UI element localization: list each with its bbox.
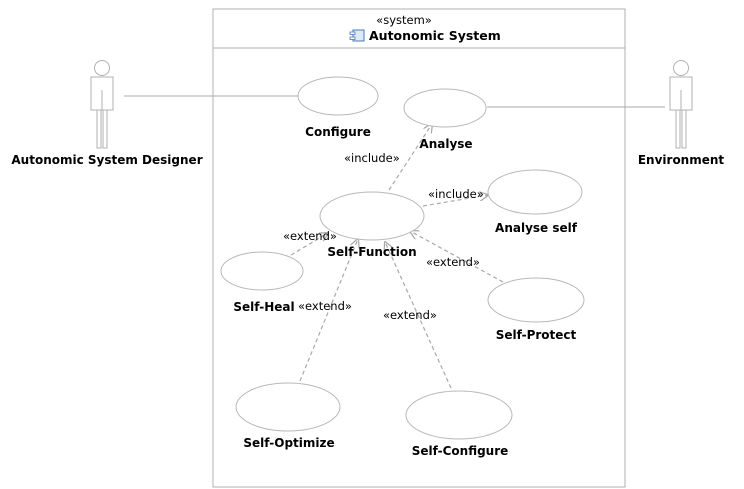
- use-case-self-heal-label: Self-Heal: [233, 300, 294, 314]
- use-case-analyse[interactable]: Analyse: [403, 88, 487, 151]
- extend-label-protect: «extend»: [426, 255, 480, 269]
- actor-environment[interactable]: Environment: [638, 60, 725, 168]
- actor-figure-icon: [669, 60, 693, 149]
- extend-optimize-arrow: [299, 239, 358, 382]
- extend-heal-arrow: [290, 233, 328, 256]
- actor-figure-icon: [90, 60, 114, 149]
- include-label-analyse: «include»: [344, 151, 400, 165]
- include-analyse-self-arrow: [422, 195, 488, 207]
- extend-label-configure: «extend»: [383, 308, 437, 322]
- use-case-self-heal[interactable]: Self-Heal: [220, 251, 304, 314]
- use-case-configure-label: Configure: [305, 125, 371, 139]
- extend-configure-arrow: [385, 242, 452, 389]
- component-icon: [349, 29, 365, 42]
- use-case-analyse-self-label: Analyse self: [495, 221, 578, 235]
- actor-environment-label: Environment: [638, 153, 725, 167]
- use-case-configure[interactable]: Configure: [297, 76, 379, 139]
- use-case-self-protect-label: Self-Protect: [496, 328, 577, 342]
- extend-label-optimize: «extend»: [298, 299, 352, 313]
- use-case-analyse-self[interactable]: Analyse self: [487, 169, 583, 235]
- use-case-analyse-label: Analyse: [419, 137, 472, 151]
- use-case-self-protect[interactable]: Self-Protect: [487, 277, 585, 342]
- system-title: Autonomic System: [369, 28, 501, 43]
- system-stereotype: «system»: [376, 13, 432, 27]
- use-case-self-configure[interactable]: Self-Configure: [405, 390, 513, 458]
- use-case-self-function-label: Self-Function: [327, 245, 416, 259]
- extend-protect-arrow: [410, 231, 504, 283]
- include-label-analyse-self: «include»: [428, 187, 484, 201]
- include-analyse-arrow: [388, 124, 432, 191]
- use-case-self-optimize[interactable]: Self-Optimize: [235, 382, 341, 450]
- actor-designer-label: Autonomic System Designer: [11, 153, 202, 167]
- use-case-self-optimize-label: Self-Optimize: [243, 436, 334, 450]
- actor-designer[interactable]: Autonomic System Designer: [11, 60, 203, 168]
- use-case-self-function[interactable]: Self-Function: [319, 191, 425, 259]
- extend-label-heal: «extend»: [283, 229, 337, 243]
- use-case-self-configure-label: Self-Configure: [412, 444, 509, 458]
